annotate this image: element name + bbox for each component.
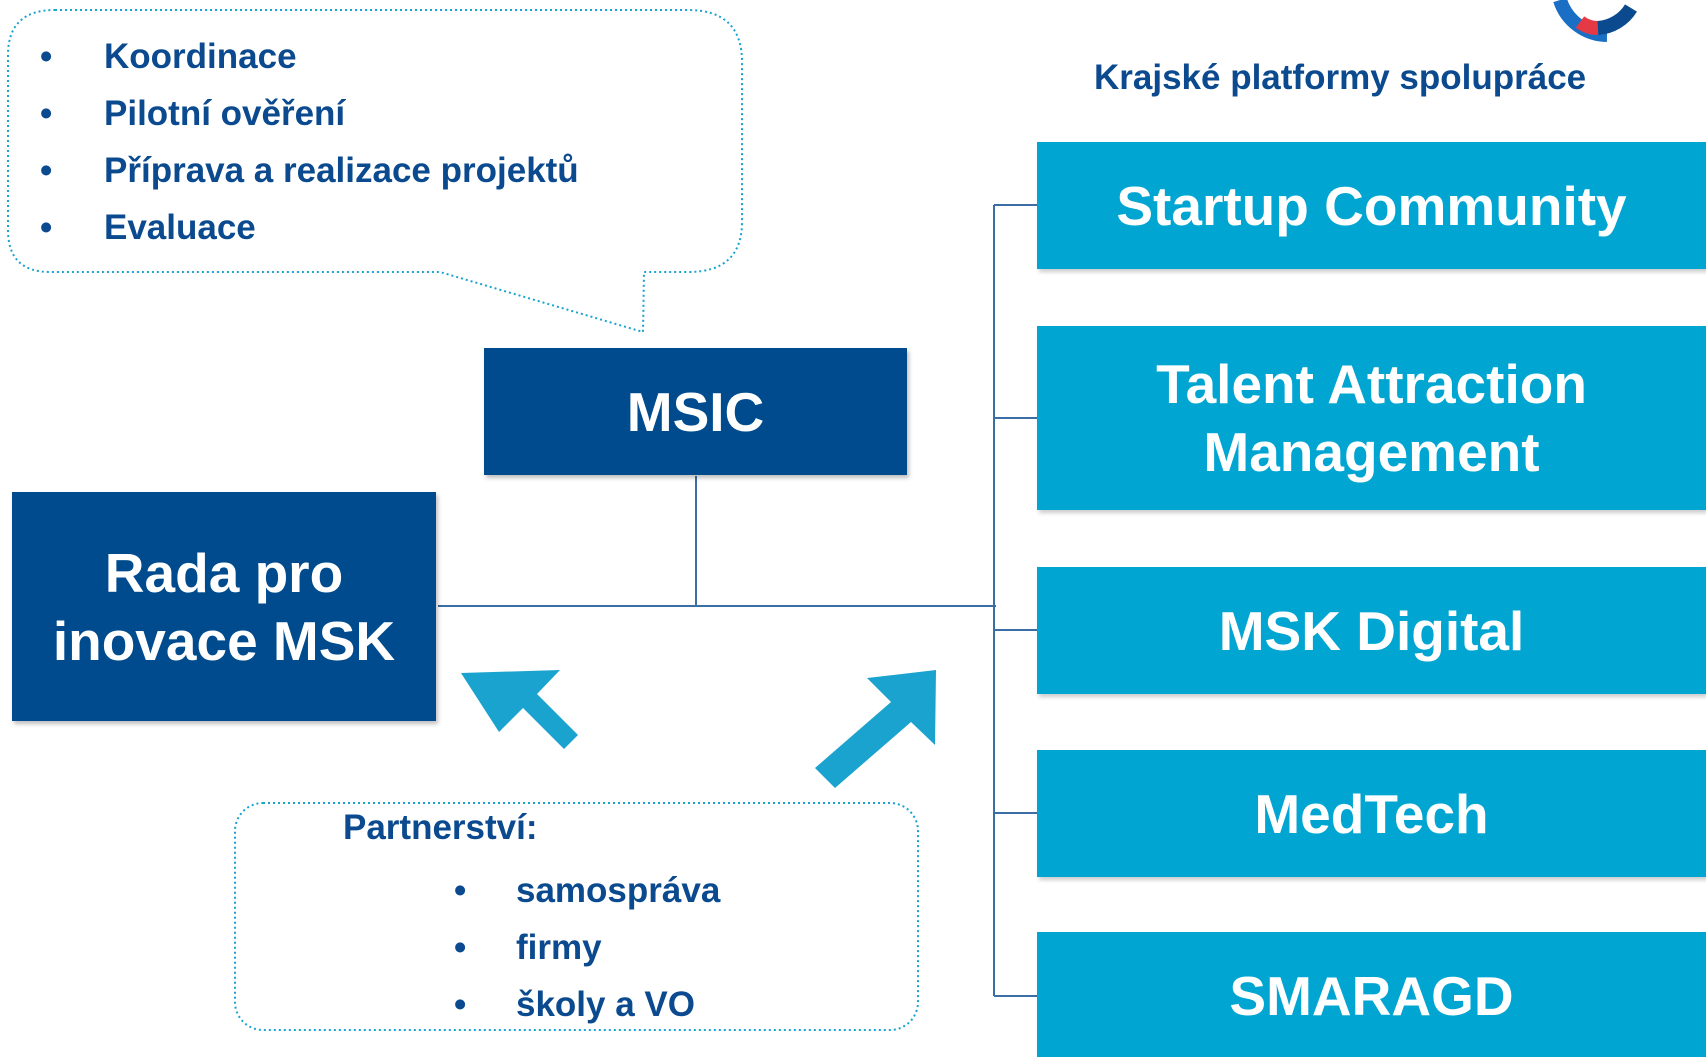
partnership-list: samospráva firmy školy a VO (454, 862, 720, 1033)
platform-label: Talent Attraction Management (1156, 353, 1587, 483)
arrow-up-right-icon (815, 670, 936, 788)
platform-box: Talent Attraction Management (1037, 326, 1706, 510)
partner-item: firmy (454, 919, 720, 976)
partner-item: školy a VO (454, 976, 720, 1033)
council-label: Rada pro inovace MSK (52, 541, 396, 672)
platform-box: Startup Community (1037, 142, 1706, 269)
platform-label: Startup Community (1116, 174, 1627, 237)
activities-speech-bubble (7, 9, 743, 334)
circle-logo-icon (1553, 0, 1637, 42)
platform-box: SMARAGD (1037, 932, 1706, 1057)
arrow-up-left-icon (461, 670, 578, 749)
activity-item: Příprava a realizace projektů (40, 142, 579, 199)
platforms-title: Krajské platformy spolupráce (1094, 58, 1587, 97)
platform-label: MedTech (1254, 782, 1489, 845)
activity-item: Evaluace (40, 199, 579, 256)
platform-box: MedTech (1037, 750, 1706, 877)
partnership-title: Partnerství: (343, 808, 538, 847)
activities-list: Koordinace Pilotní ověření Příprava a re… (40, 28, 579, 256)
partnership-box (234, 802, 919, 1031)
platform-label: MSK Digital (1218, 599, 1525, 662)
connector-lines (438, 204, 1037, 997)
platform-box: MSK Digital (1037, 567, 1706, 694)
msic-box: MSIC (484, 348, 907, 475)
activity-item: Pilotní ověření (40, 85, 579, 142)
msic-label: MSIC (626, 380, 765, 443)
partner-item: samospráva (454, 862, 720, 919)
council-box: Rada pro inovace MSK (12, 492, 436, 721)
platform-label: SMARAGD (1229, 964, 1514, 1027)
activity-item: Koordinace (40, 28, 579, 85)
